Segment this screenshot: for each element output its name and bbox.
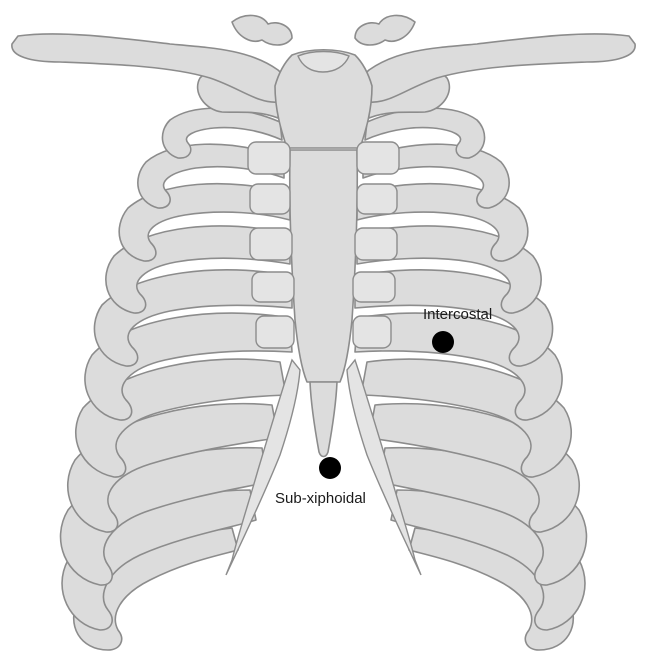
sub-xiphoidal-label: Sub-xiphoidal [275,491,366,506]
left-coracoid [232,15,292,45]
left-clavicle [12,34,289,102]
sternum-body [290,150,358,382]
right-coracoid [355,15,415,45]
sub-xiphoidal-marker [319,457,341,479]
intercostal-label: Intercostal [423,307,492,322]
intercostal-marker [432,331,454,353]
right-clavicle [359,34,636,102]
xiphoid-process [310,382,337,457]
